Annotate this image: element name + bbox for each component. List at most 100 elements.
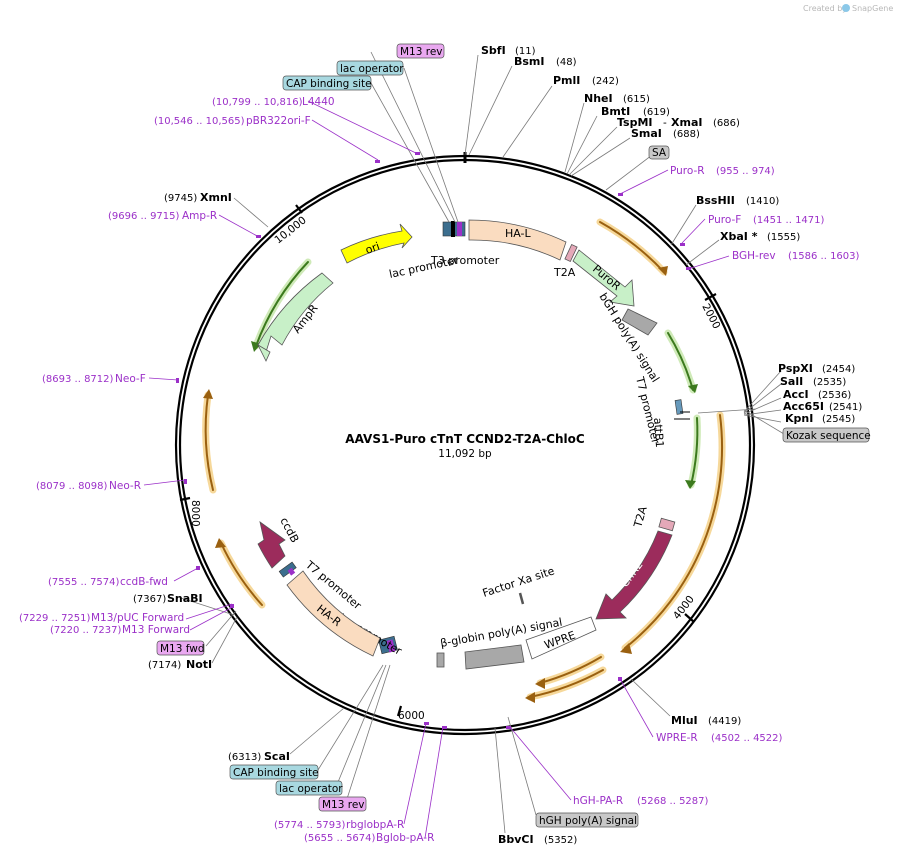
enzyme-bmti: BmtI [601, 105, 630, 118]
box-cap-binding-bottom: CAP binding site [233, 767, 319, 779]
enzyme-xbai: XbaI * [720, 230, 758, 243]
primer-hgh-pa-r: hGH-PA-R [573, 795, 623, 807]
primer-m13puc-pos: (7229 .. 7251) [19, 613, 91, 624]
ha-r-feature [286, 570, 381, 657]
bgh-polya-feature [621, 308, 658, 336]
primer-rbglobpa-r: rbglobpA-R [346, 819, 404, 831]
ha-l-label: HA-L [505, 227, 532, 240]
ampr-feature [257, 272, 334, 353]
box-m13-rev-top: M13 rev [400, 46, 443, 58]
primer-ccdb-fwd-pos: (7555 .. 7574) [48, 577, 120, 588]
enzyme-xmni-pos: (9745) [164, 193, 197, 204]
primer-puro-r-pos: (955 .. 974) [716, 166, 775, 177]
t2a-right-feature [658, 517, 676, 532]
enzyme-tspmi: TspMI [617, 116, 653, 129]
ha-l-feature [468, 219, 567, 261]
beta-globin-feature [464, 644, 525, 670]
enzyme-scai-pos: (6313) [228, 752, 261, 763]
enzyme-pmli-pos: (242) [592, 76, 619, 87]
credit-created-by: Created by [803, 4, 847, 13]
enzyme-bsshii-pos: (1410) [746, 196, 779, 207]
primer-pbr322ori-f-pos: (10,546 .. 10,565) [154, 116, 245, 127]
enzyme-labels: SbfI (11) BsmI (48) PmlI (242) NheI (615… [133, 44, 862, 846]
enzyme-pspxi-pos: (2454) [822, 364, 855, 375]
orf-arcs [202, 218, 726, 703]
primer-neo-f: Neo-F [115, 373, 146, 385]
attb1-label: attB1 [651, 417, 666, 448]
primer-puro-f-pos: (1451 .. 1471) [753, 215, 825, 226]
enzyme-bbvci: BbvCI [498, 833, 534, 846]
primer-wpre-r: WPRE-R [656, 732, 698, 744]
enzyme-mlui-pos: (4419) [708, 716, 741, 727]
enzyme-bsshii: BssHII [696, 194, 735, 207]
primer-puro-f: Puro-F [708, 214, 741, 226]
enzyme-noti-pos: (7174) [148, 660, 181, 671]
enzyme-pspxi: PspXI [778, 362, 813, 375]
enzyme-kpni-pos: (2545) [822, 414, 855, 425]
t2a-right-label: T2A [631, 504, 650, 529]
enzyme-acc65i: Acc65I [783, 400, 824, 413]
tick-6000: 6000 [398, 710, 425, 722]
primer-bgh-rev: BGH-rev [732, 250, 776, 262]
enzyme-sbfi-pos: (11) [515, 46, 536, 57]
t3-promoter-label: T3 promoter [430, 254, 500, 267]
primer-l4440-pos: (10,799 .. 10,816) [212, 97, 303, 108]
primer-neo-r-pos: (8079 .. 8098) [36, 481, 108, 492]
primer-bgh-rev-pos: (1586 .. 1603) [788, 251, 860, 262]
primer-amp-r-pos: (9696 .. 9715) [108, 211, 180, 222]
enzyme-xmai: XmaI [671, 116, 702, 129]
ori-feature [340, 223, 413, 264]
enzyme-bsmi: BsmI [514, 55, 545, 68]
box-lac-operator-top: lac operator [340, 63, 404, 75]
primer-m13fwd-pos: (7220 .. 7237) [50, 625, 122, 636]
enzyme-acci-pos: (2536) [818, 390, 851, 401]
chr2-feature [595, 530, 673, 620]
t2a-top-label: T2A [553, 266, 576, 279]
enzyme-kpni: KpnI [785, 412, 813, 425]
enzyme-sali: SalI [780, 375, 803, 388]
leader-lines [180, 51, 785, 834]
primer-ccdb-fwd: ccdB-fwd [120, 576, 168, 588]
enzyme-snabi: SnaBI [167, 592, 203, 605]
primer-marks [176, 152, 691, 729]
primer-bglob-pa-r: Bglob-pA-R [376, 832, 434, 844]
enzyme-sali-pos: (2535) [813, 377, 846, 388]
box-lac-operator-bottom: lac operator [279, 783, 343, 795]
primer-wpre-r-pos: (4502 .. 4522) [711, 733, 783, 744]
primer-neo-r: Neo-R [109, 480, 141, 492]
enzyme-smai: SmaI [631, 127, 662, 140]
plasmid-length: 11,092 bp [438, 448, 492, 460]
factor-xa-feature [518, 592, 525, 605]
enzyme-bbvci-pos: (5352) [544, 835, 577, 846]
ori-label: ori [364, 240, 382, 257]
ccdb-feature [257, 521, 286, 569]
plasmid-name: AAVS1-Puro cTnT CCND2-T2A-ChloC [345, 432, 585, 446]
enzyme-mlui: MluI [671, 714, 698, 727]
box-sa: SA [652, 147, 667, 159]
tick-8000: 8000 [189, 500, 201, 527]
primer-rbglobpa-r-pos: (5774 .. 5793) [274, 820, 346, 831]
box-m13-fwd: M13 fwd [160, 643, 205, 655]
primer-neo-f-pos: (8693 .. 8712) [42, 374, 114, 385]
enzyme-nhei: NheI [584, 92, 613, 105]
enzyme-xmni: XmnI [200, 191, 232, 204]
primer-m13puc: M13/pUC Forward [91, 612, 184, 624]
enzyme-tspmi-pos: (686) [713, 118, 740, 129]
boxed-labels: M13 rev lac operator CAP binding site SA… [156, 43, 871, 828]
primer-leaders [143, 100, 730, 839]
wpre-feature [525, 616, 597, 660]
factor-xa-label: Factor Xa site [481, 564, 556, 600]
enzyme-noti: NotI [186, 658, 212, 671]
primer-bglob-pa-r-pos: (5655 .. 5674) [304, 833, 376, 844]
enzyme-snabi-pos: (7367) [133, 594, 166, 605]
snapgene-credit: Created by SnapGene [803, 4, 893, 13]
enzyme-bsmi-pos: (48) [556, 57, 577, 68]
primer-hgh-pa-r-pos: (5268 .. 5287) [637, 796, 709, 807]
primer-puro-r: Puro-R [670, 165, 705, 177]
primer-l4440: L4440 [302, 96, 335, 108]
t7-left-cluster [278, 561, 297, 578]
primer-pbr322ori-f: pBR322ori-F [246, 115, 311, 127]
enzyme-smai-pos: (688) [673, 129, 700, 140]
beta-globin-end-feature [436, 652, 445, 668]
box-m13-rev-bottom: M13 rev [322, 799, 365, 811]
